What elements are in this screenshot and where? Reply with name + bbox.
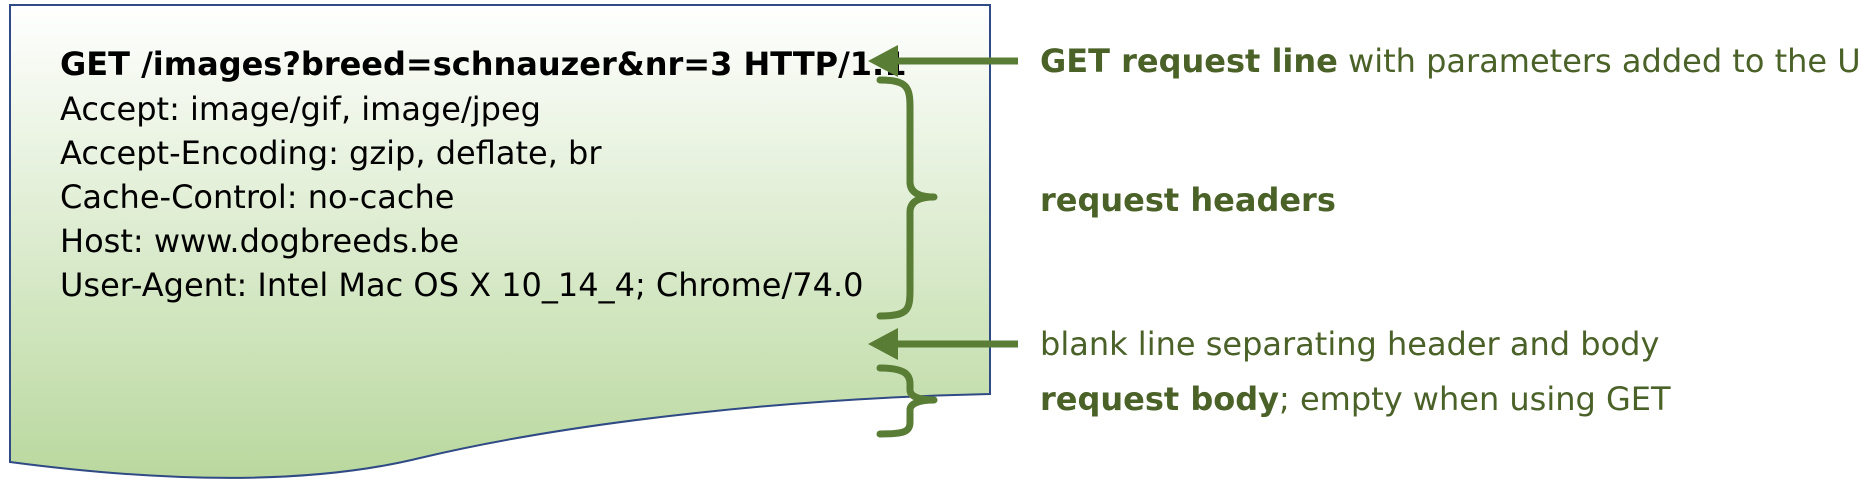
header-line: User-Agent: Intel Mac OS X 10_14_4; Chro…: [60, 266, 863, 304]
request-line-arrow: [868, 45, 1018, 77]
headers-annotation: request headers: [1040, 181, 1336, 219]
request-document-shape: [9, 4, 991, 479]
header-line: Cache-Control: no-cache: [60, 178, 454, 216]
headers-brace: [876, 76, 938, 320]
request-line: GET /images?breed=schnauzer&nr=3 HTTP/1.…: [60, 45, 906, 83]
body-brace: [876, 364, 938, 438]
blank-line-arrow: [868, 328, 1018, 360]
header-line: Accept-Encoding: gzip, deflate, br: [60, 134, 602, 172]
request-line-annotation: GET request line with parameters added t…: [1040, 42, 1860, 80]
header-line: Host: www.dogbreeds.be: [60, 222, 459, 260]
blank-line-annotation: blank line separating header and body: [1040, 325, 1659, 363]
body-annotation: request body; empty when using GET: [1040, 380, 1671, 418]
header-line: Accept: image/gif, image/jpeg: [60, 90, 541, 128]
